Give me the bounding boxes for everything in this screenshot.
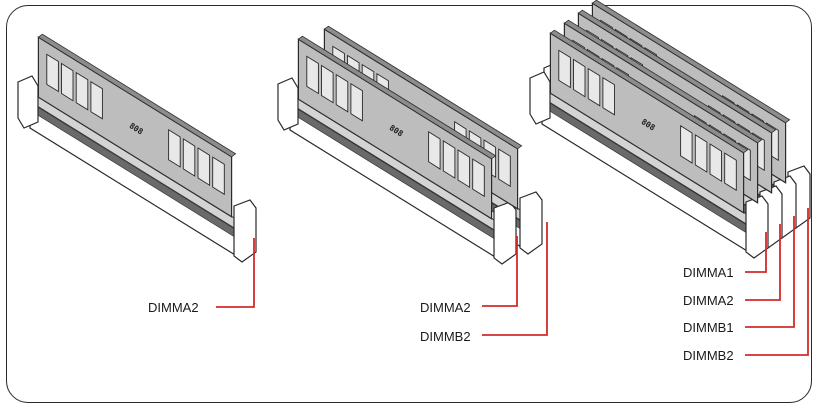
memory-chip [212,156,225,196]
socket-latch-back [17,75,39,129]
label-config1-dimma2: DIMMA2 [148,300,199,315]
memory-chip [709,143,722,183]
diagram-frame [6,5,812,403]
callout-config2-dimmb2 [482,222,548,336]
memory-module-top-edge [563,19,763,144]
memory-chip [61,62,74,102]
config-four-modules: 808808808808 [529,0,811,356]
memory-chip [573,58,586,98]
memory-chip [602,76,615,116]
callout-config3-dimma1 [745,232,767,273]
label-config3-dimmb2: DIMMB2 [683,348,734,363]
memory-chip [321,64,334,104]
memory-module-top-edge [37,33,237,158]
memory-chip [350,82,363,122]
memory-module-top-edge [591,0,791,124]
memory-chip [46,53,59,93]
socket-latch-front [519,191,543,255]
memory-chip [75,71,89,111]
socket-latch-back [277,77,299,131]
label-config3-dimmb1: DIMMB1 [683,320,734,335]
socket-latch-front [745,195,769,259]
label-config3-dimma2: DIMMA2 [683,293,734,308]
memory-chip [694,134,708,173]
memory-chip [197,147,211,187]
memory-module-top-edge [323,25,523,150]
memory-chip [587,67,601,107]
memory-module-top-edge [297,35,497,160]
memory-chip [457,149,471,189]
socket-latch-front [233,199,257,263]
memory-chip [724,152,737,192]
label-config3-dimma1: DIMMA1 [683,265,734,280]
memory-module-top-edge [577,9,777,134]
socket-latch-front [493,201,517,265]
memory-chip [498,148,511,188]
memory-chip [558,49,571,89]
socket-latch-back [529,71,551,125]
memory-chip [428,130,441,170]
callout-config3-dimmb2 [745,208,809,356]
label-config2-dimma2: DIMMA2 [420,300,471,315]
memory-chip [680,124,693,164]
config-one-module: 808 [17,33,257,308]
label-config2-dimmb2: DIMMB2 [420,329,471,344]
callout-config1-dimma2 [216,238,255,308]
callout-config2-dimma2 [482,236,518,307]
memory-chip [168,128,181,168]
memory-chip [442,140,456,179]
memory-chip [335,73,349,113]
memory-chip [472,158,485,198]
memory-chip [182,138,196,177]
callout-config3-dimma2 [745,224,781,301]
memory-chip [306,55,319,95]
memory-chip [90,80,103,120]
memory-module-top-edge [549,29,749,154]
callout-config3-dimmb1 [745,216,795,328]
